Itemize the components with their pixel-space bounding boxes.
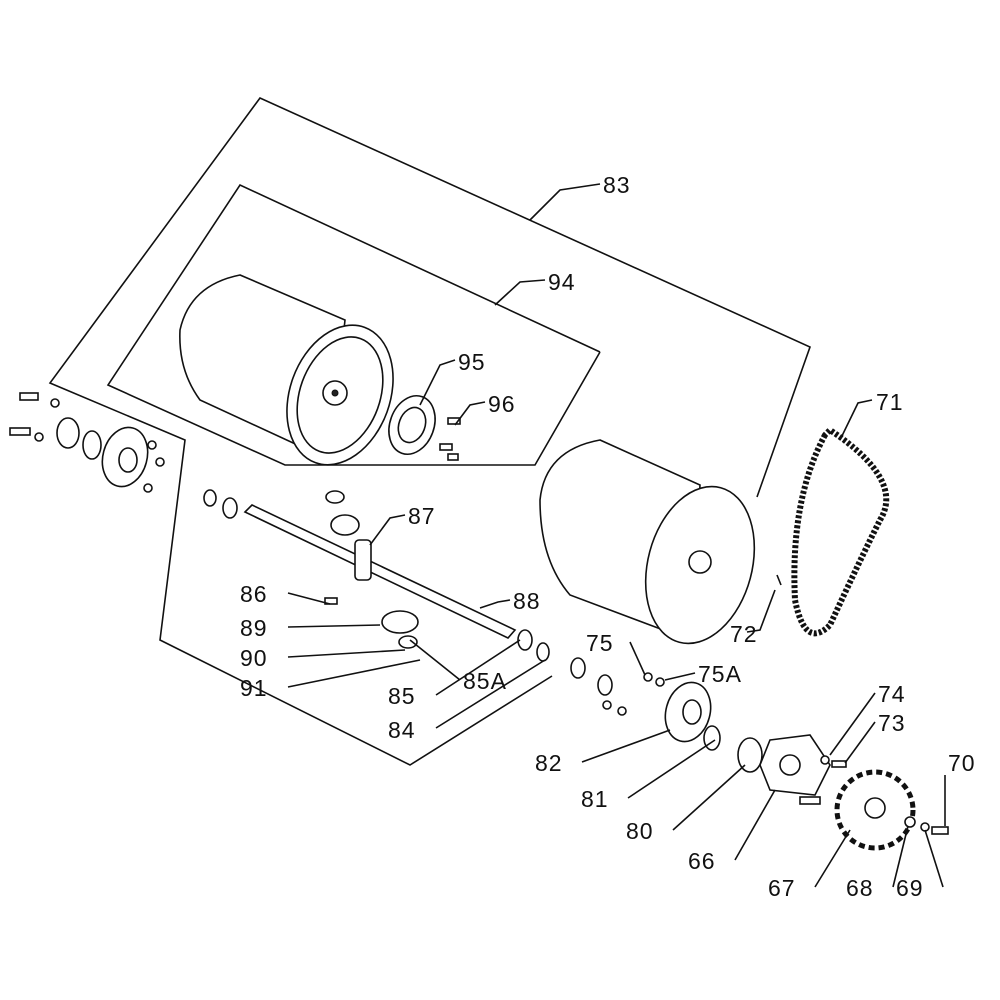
left-end-parts — [9, 392, 165, 493]
part-labels: 83 94 95 96 71 72 87 88 86 89 90 91 85A … — [240, 172, 976, 901]
label-90: 90 — [240, 645, 268, 671]
drum-main — [539, 439, 756, 645]
label-72: 72 — [730, 621, 758, 647]
drum-94 — [179, 274, 394, 466]
label-83: 83 — [603, 172, 631, 198]
label-68: 68 — [846, 875, 874, 901]
label-82: 82 — [535, 750, 563, 776]
label-69: 69 — [896, 875, 924, 901]
right-end-parts — [570, 657, 949, 851]
label-89: 89 — [240, 615, 268, 641]
label-91: 91 — [240, 675, 268, 701]
label-81: 81 — [581, 786, 609, 812]
label-88: 88 — [513, 588, 541, 614]
label-86: 86 — [240, 581, 268, 607]
label-84: 84 — [388, 717, 416, 743]
assembly-94-outline — [106, 183, 601, 466]
label-66: 66 — [688, 848, 716, 874]
label-74: 74 — [878, 681, 906, 707]
label-87: 87 — [408, 503, 436, 529]
chain-link-72 — [776, 574, 782, 586]
bolts-96 — [439, 417, 461, 461]
shaft-88 — [203, 489, 550, 662]
chain-71 — [791, 426, 890, 637]
label-73: 73 — [878, 710, 906, 736]
label-75A: 75A — [698, 661, 742, 687]
label-85: 85 — [388, 683, 416, 709]
leader-lines — [287, 183, 946, 888]
label-75: 75 — [586, 630, 614, 656]
label-70: 70 — [948, 750, 976, 776]
label-85A: 85A — [463, 668, 507, 694]
label-67: 67 — [768, 875, 796, 901]
label-95: 95 — [458, 349, 486, 375]
label-96: 96 — [488, 391, 516, 417]
label-71: 71 — [876, 389, 904, 415]
bearing-flange-95 — [388, 395, 436, 455]
label-94: 94 — [548, 269, 576, 295]
label-80: 80 — [626, 818, 654, 844]
assembly-83-outline — [48, 97, 811, 766]
